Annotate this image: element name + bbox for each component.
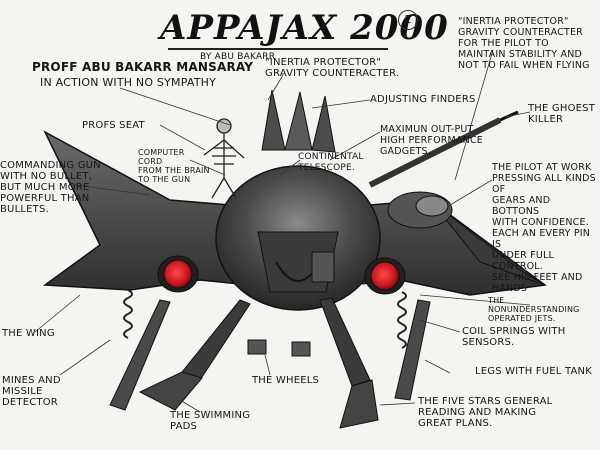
label-computer-cord: COMPUTER CORD FROM THE BRAIN TO THE GUN bbox=[138, 148, 210, 184]
swimming-pad-left bbox=[138, 371, 203, 411]
label-legs-fuel: LEGS WITH FUEL TANK bbox=[475, 366, 592, 377]
label-the-wing: THE WING bbox=[2, 328, 55, 339]
wheel-right bbox=[291, 341, 311, 357]
right-wing-tip bbox=[429, 199, 546, 286]
label-maximum-output: MAXIMUN OUT-PUT HIGH PERFORMANCE GADGETS… bbox=[380, 124, 483, 157]
label-inertia-right: "INERTIA PROTECTOR" GRAVITY COUNTERACTER… bbox=[458, 16, 590, 71]
label-coil-springs: COIL SPRINGS WITH SENSORS. bbox=[462, 326, 566, 348]
subtitle-line-1: PROFF ABU BAKARR MANSARAY bbox=[32, 60, 254, 74]
page-number-badge: 2 bbox=[398, 10, 418, 30]
swimming-pad-right bbox=[339, 379, 379, 429]
label-the-wheels: THE WHEELS bbox=[252, 375, 320, 386]
top-fin-right bbox=[311, 95, 336, 153]
jet-right bbox=[370, 261, 400, 291]
coil-spring-right bbox=[397, 291, 407, 349]
leg-right bbox=[394, 299, 431, 401]
leader-lines bbox=[34, 49, 531, 413]
label-pilot-at-work: THE PILOT AT WORK PRESSING ALL KINDS OF … bbox=[492, 162, 596, 294]
leg-center-right bbox=[319, 297, 371, 387]
label-mines-detector: MINES AND MISSILE DETECTOR bbox=[2, 375, 61, 408]
label-ghost-killer: THE GHOEST KILLER bbox=[528, 103, 596, 125]
label-nonunderstanding-jets: THE NONUNDERSTANDING OPERATED JETS. bbox=[488, 296, 580, 323]
top-fin-center bbox=[284, 91, 313, 151]
label-five-stars: THE FIVE STARS GENERAL READING AND MAKIN… bbox=[418, 396, 553, 429]
top-fin-left bbox=[261, 89, 286, 151]
wheel-left bbox=[247, 339, 267, 355]
pilot-head bbox=[415, 195, 449, 217]
label-commanding-gun: COMMANDING GUN WITH NO BULLET, BUT MUCH … bbox=[0, 160, 101, 215]
label-continental-telescope: CONTINENTAL TELESCOPE. bbox=[298, 152, 364, 173]
pilot-skeleton bbox=[203, 118, 245, 199]
ghost-killer-barrel bbox=[368, 117, 502, 188]
control-panel bbox=[311, 251, 335, 283]
leg-center-left bbox=[181, 299, 251, 381]
jet-left bbox=[163, 259, 193, 289]
label-inertia-center: "INERTIA PROTECTOR" GRAVITY COUNTERACTER… bbox=[265, 57, 400, 79]
byline: BY ABU BAKARR bbox=[200, 52, 276, 62]
label-profs-seat: PROFS SEAT bbox=[82, 120, 145, 131]
leg-left bbox=[109, 299, 171, 411]
label-adjusting-finders: ADJUSTING FINDERS bbox=[370, 94, 476, 105]
coil-spring-left bbox=[123, 289, 133, 339]
title-underline bbox=[168, 48, 388, 50]
label-swimming-pads: THE SWIMMING PADS bbox=[170, 410, 251, 432]
subtitle-line-2: IN ACTION WITH NO SYMPATHY bbox=[40, 76, 217, 89]
